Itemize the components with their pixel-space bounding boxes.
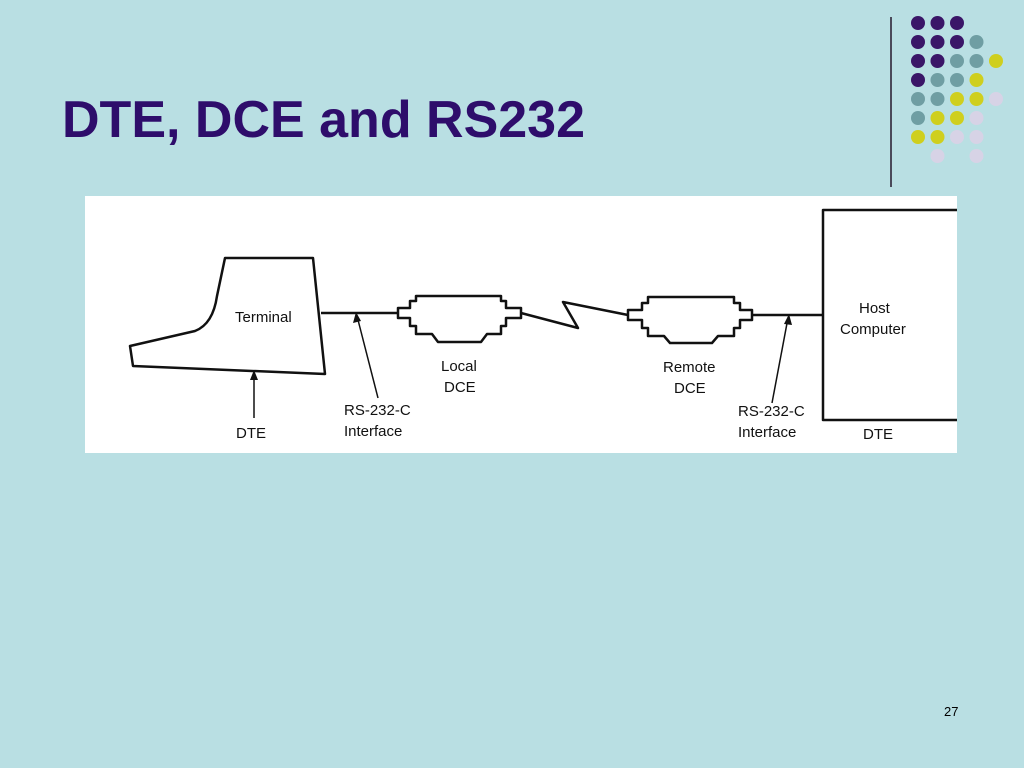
host-label-line1: Host	[859, 300, 891, 317]
rs232-left-label-line2: Interface	[344, 423, 402, 440]
rs232-left-label-line1: RS-232-C	[344, 402, 411, 419]
decorative-dot	[930, 130, 945, 144]
host-label-line2: Computer	[840, 321, 906, 338]
decorative-dot	[969, 130, 984, 144]
decorative-dot	[950, 92, 964, 106]
remote-dce-shape	[626, 295, 754, 345]
decorative-dot	[911, 35, 925, 49]
decorative-dot	[950, 73, 964, 87]
local-dce-label-line1: Local	[441, 358, 477, 375]
decorative-divider	[890, 17, 892, 187]
decorative-dot	[950, 35, 964, 49]
terminal-shape	[128, 256, 327, 376]
decorative-dot	[930, 92, 945, 106]
local-dce-label-line2: DCE	[444, 379, 476, 396]
decorative-dot	[989, 54, 1003, 68]
decorative-dot	[930, 16, 945, 30]
terminal-label: Terminal	[235, 309, 292, 326]
decorative-dot	[969, 149, 984, 163]
decorative-dot	[911, 111, 925, 125]
decorative-dot	[911, 73, 925, 87]
rs232-right-label-line2: Interface	[738, 424, 796, 441]
decorative-dot	[930, 149, 945, 163]
local-dce-shape	[396, 294, 523, 344]
decorative-dot	[989, 92, 1003, 106]
slide-title: DTE, DCE and RS232	[62, 91, 586, 149]
decorative-dot	[930, 54, 945, 68]
decorative-dot-grid	[911, 16, 1003, 163]
decorative-dot	[969, 111, 984, 125]
decorative-dot	[950, 130, 964, 144]
decorative-dot	[911, 54, 925, 68]
decorative-dot	[950, 54, 964, 68]
dte-right-label: DTE	[863, 426, 893, 443]
telephone-link	[520, 300, 629, 330]
page-number: 27	[944, 704, 959, 719]
decorative-dot	[930, 35, 945, 49]
remote-dce-label-line2: DCE	[674, 380, 706, 397]
decorative-dot	[950, 16, 964, 30]
rs232-right-label-line1: RS-232-C	[738, 403, 805, 420]
host-computer-shape	[821, 208, 957, 422]
decorative-dot	[969, 54, 984, 68]
decorative-dot	[969, 73, 984, 87]
decorative-dot	[969, 35, 984, 49]
decorative-dot	[969, 92, 984, 106]
rs232-diagram: Terminal DTE RS-232-C Interface Local DC…	[85, 196, 957, 453]
decorative-dot	[930, 111, 945, 125]
decorative-dot	[911, 92, 925, 106]
decorative-dot	[911, 130, 925, 144]
decorative-dot	[930, 73, 945, 87]
decorative-dot	[950, 111, 964, 125]
dte-left-label: DTE	[236, 425, 266, 442]
decorative-dot	[911, 16, 925, 30]
remote-dce-label-line1: Remote	[663, 359, 716, 376]
